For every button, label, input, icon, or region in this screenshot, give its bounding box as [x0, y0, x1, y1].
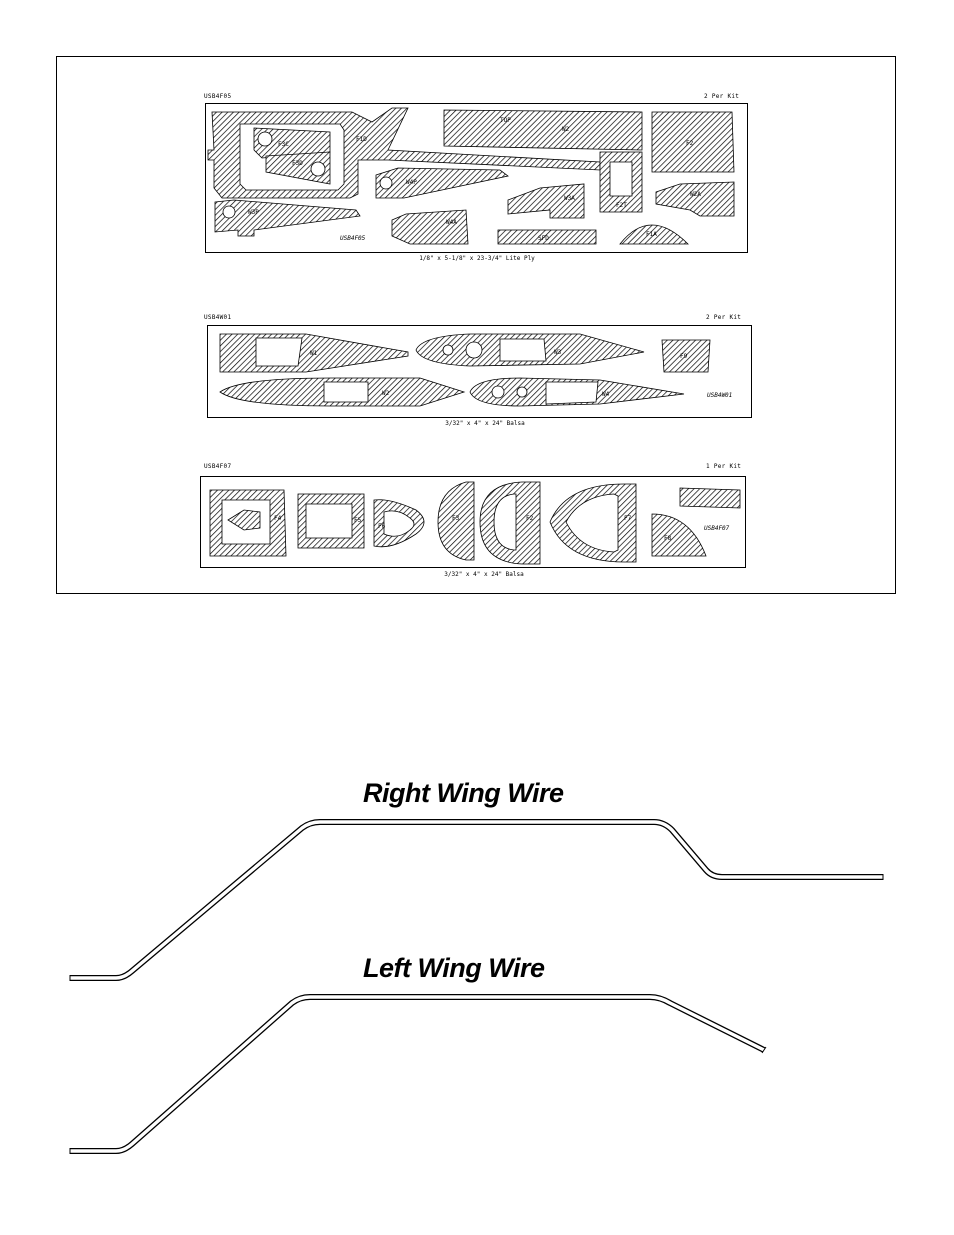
label-f7: F7 [624, 515, 632, 522]
parts-sheet-frame [56, 56, 896, 594]
part-f4 [209, 489, 287, 557]
label-sfd: SFD [538, 235, 549, 242]
sheet2-material: 3/32" x 4" x 24" Balsa [445, 420, 525, 427]
part-w3p [214, 199, 361, 237]
sheet3-code: USB4F07 [204, 463, 232, 470]
label-f6: F6 [378, 523, 386, 530]
label-f2: F2 [686, 140, 694, 147]
label-w2a: W2A [690, 191, 701, 198]
label-w3a: W3A [564, 195, 575, 202]
part-f3 [437, 481, 475, 561]
sheet1-code: USB4F05 [204, 93, 232, 100]
label-w2: W2 [562, 126, 570, 133]
label-f3c: F3C [278, 141, 289, 148]
left-wing-wire-title: Left Wing Wire [363, 953, 545, 983]
left-wing-wire [70, 994, 766, 1154]
part-f4-inner [227, 509, 261, 531]
part-w2a [655, 181, 735, 217]
part-w3-hole-1 [442, 344, 454, 356]
part-top [443, 109, 643, 151]
part-f8-strip [679, 487, 741, 509]
label-f8: F8 [664, 535, 672, 542]
label-f2t: F2T [616, 202, 627, 209]
part-w2 [219, 377, 466, 407]
label-w4a: W4A [446, 219, 457, 226]
sheet2-per-kit: 2 Per Kit [706, 314, 742, 321]
part-w3p-hole [222, 205, 236, 219]
part-f3d [265, 151, 331, 185]
label-f9: F9 [680, 353, 688, 360]
sheet2-outline [207, 325, 752, 418]
part-f6 [373, 499, 425, 548]
label-w4p: W4P [406, 179, 417, 186]
part-f3d-hole [310, 161, 326, 177]
stamp-usb4w01: USB4W01 [707, 392, 732, 399]
sheet1-outline [205, 103, 748, 253]
label-f5: F5 [354, 517, 362, 524]
part-f1d [207, 107, 601, 199]
label-w3: W3 [554, 349, 562, 356]
part-w3a [507, 183, 585, 219]
part-w4-hole-2 [516, 386, 528, 398]
stamp-usb4f05: USB4F05 [340, 235, 366, 242]
part-w3-hole-2 [465, 341, 483, 359]
sheet3-outline [200, 476, 746, 568]
part-f3c-hole [257, 131, 273, 147]
label-f3: F3 [452, 515, 460, 522]
part-w4p [375, 167, 509, 199]
part-w4p-hole [379, 176, 393, 190]
part-sfd [497, 229, 597, 245]
part-f7 [549, 483, 637, 563]
part-f8 [651, 513, 707, 557]
part-f1a [619, 224, 689, 245]
label-f4: F4 [274, 515, 282, 522]
label-f2-balsa: F2 [526, 515, 534, 522]
part-w1 [219, 333, 409, 373]
label-top: TOP [500, 117, 511, 124]
part-f9 [661, 339, 711, 373]
sheet1-material: 1/8" x 5-1/8" x 23-3/4" Lite Ply [419, 255, 535, 262]
stamp-usb4f07: USB4F07 [704, 525, 730, 532]
label-f1a: F1A [646, 231, 657, 238]
sheet1-per-kit: 2 Per Kit [704, 93, 740, 100]
part-w4-hole-1 [491, 385, 505, 399]
part-f5 [297, 493, 365, 549]
part-f2 [651, 111, 735, 173]
right-wing-wire-title: Right Wing Wire [363, 778, 564, 808]
part-f2t [599, 151, 643, 213]
label-w1: W1 [310, 350, 318, 357]
label-w2-balsa: W2 [382, 390, 390, 397]
label-f1d: F1D [356, 136, 367, 143]
sheet2-code: USB4W01 [204, 314, 232, 321]
sheet3-material: 3/32" x 4" x 24" Balsa [444, 571, 524, 578]
sheet3-per-kit: 1 Per Kit [706, 463, 742, 470]
part-f2b [479, 481, 541, 565]
part-w4a [391, 209, 469, 245]
label-w4: W4 [602, 391, 610, 398]
label-w3p: W3P [248, 209, 259, 216]
part-w4 [469, 377, 685, 407]
label-f3d: F3D [292, 160, 303, 167]
